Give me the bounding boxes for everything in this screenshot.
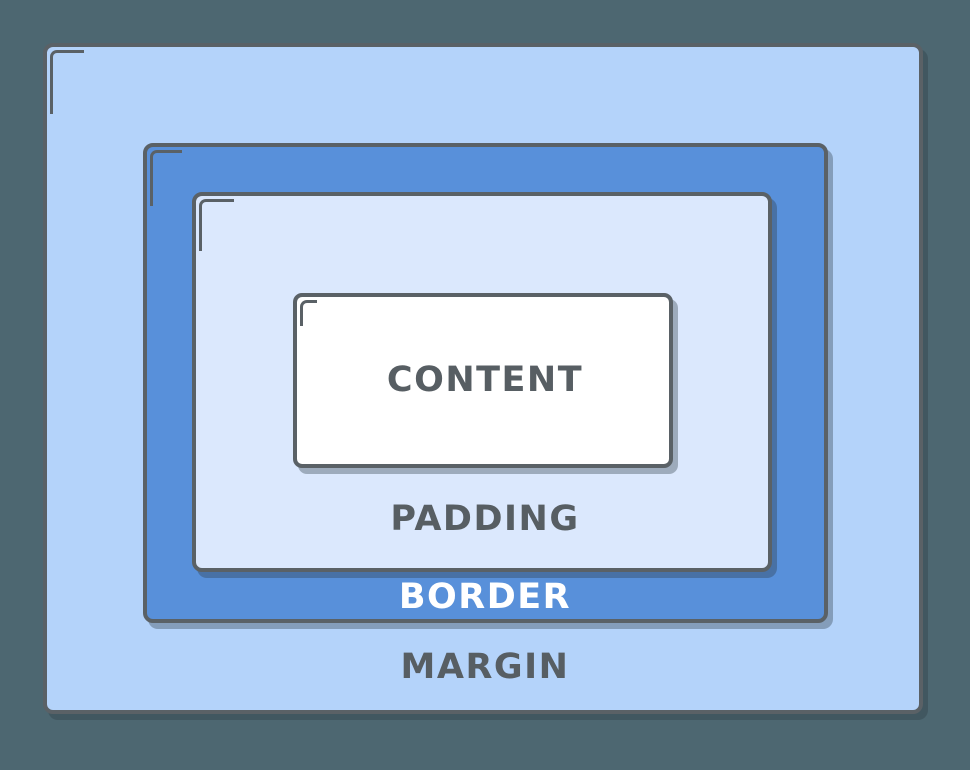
content-label: CONTENT <box>386 360 584 400</box>
corner-marker-icon <box>199 199 234 251</box>
content-box <box>293 293 673 468</box>
padding-label: PADDING <box>390 499 580 539</box>
corner-marker-icon <box>150 150 182 206</box>
border-label: BORDER <box>398 577 572 617</box>
corner-marker-icon <box>300 300 317 326</box>
corner-marker-icon <box>50 50 84 114</box>
margin-label: MARGIN <box>400 647 570 687</box>
